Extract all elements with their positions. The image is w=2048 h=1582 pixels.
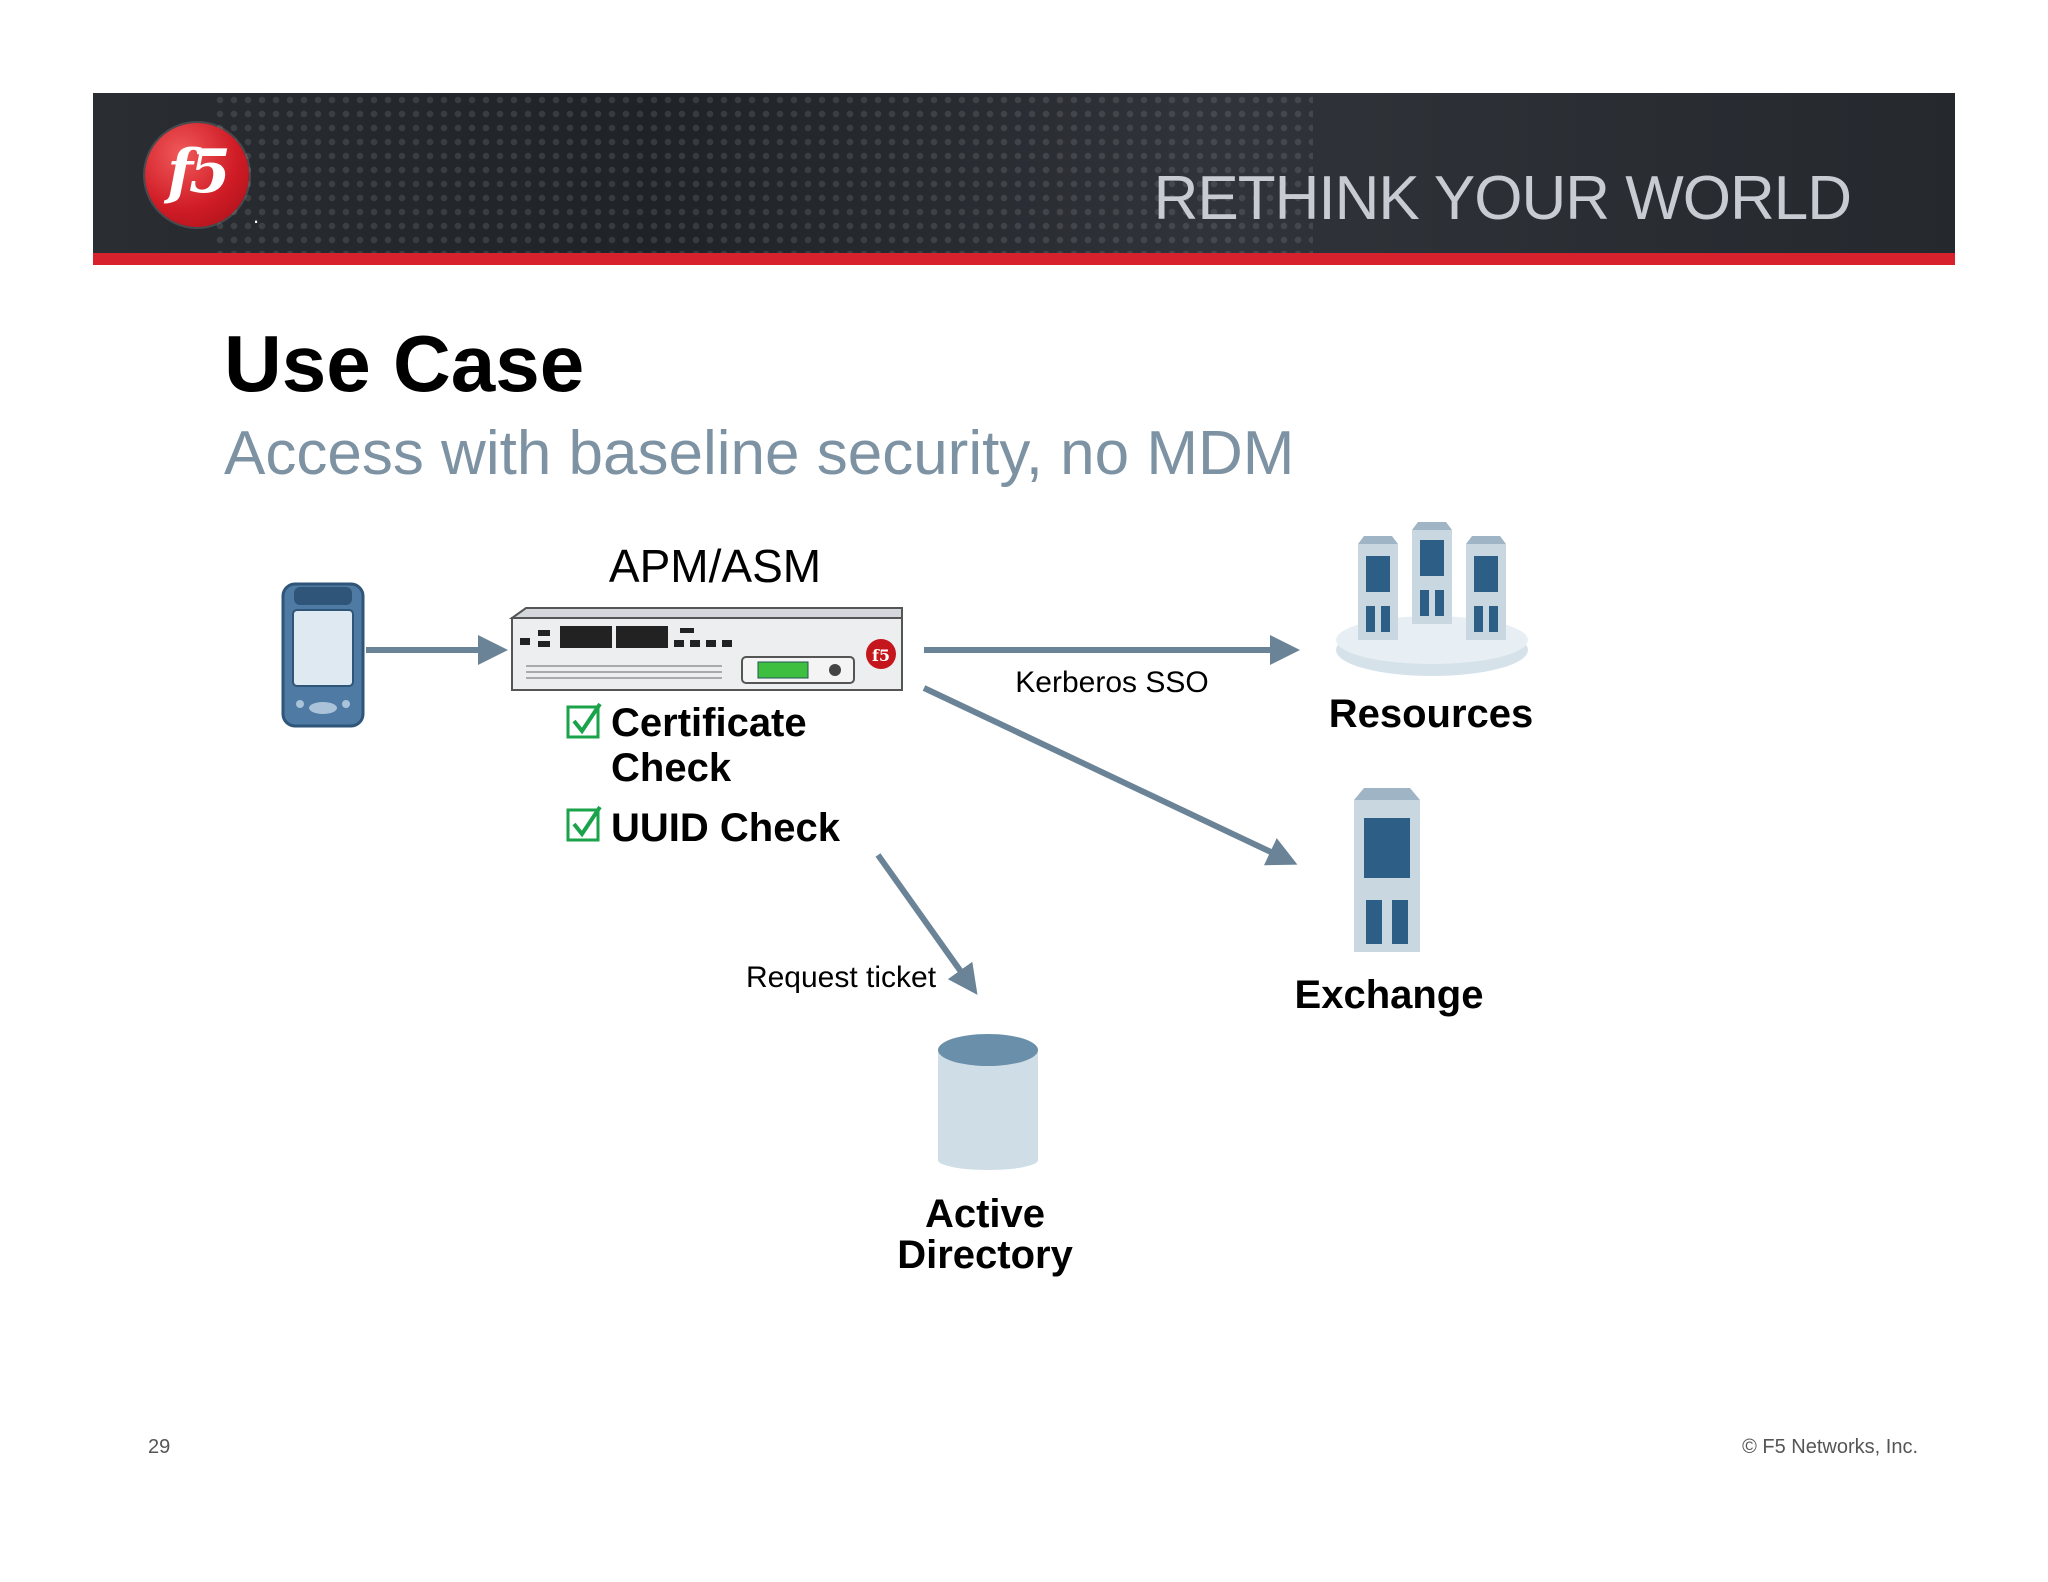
f5-logo: f5: [145, 123, 249, 227]
logo-text: f5: [167, 137, 231, 207]
page-number: 29: [148, 1436, 171, 1458]
active-directory-database-icon: [938, 1034, 1038, 1170]
apm-asm-appliance-icon: f5: [508, 607, 903, 691]
slide-title: Use Case: [224, 319, 585, 408]
uuid-check-icon: [566, 805, 602, 842]
certificate-check-line1: Certificate: [611, 701, 807, 745]
kerberos-sso-label: Kerberos SSO: [1015, 666, 1208, 699]
banner-red-stripe: [93, 253, 1955, 265]
certificate-check-line2: Check: [611, 746, 732, 790]
arrow-apm-to-active-directory: [875, 853, 978, 995]
header-banner: f5 . RETHINK YOUR WORLD: [93, 93, 1955, 265]
mobile-device-icon: [281, 582, 365, 728]
svg-text:f5: f5: [872, 646, 890, 665]
request-ticket-label: Request ticket: [746, 961, 937, 994]
uuid-check-label: UUID Check: [611, 806, 841, 850]
apm-asm-label: APM/ASM: [609, 540, 821, 592]
banner-pattern: [213, 93, 1313, 253]
arrow-apm-to-exchange: [922, 685, 1298, 866]
exchange-server-icon: [1354, 788, 1420, 952]
slide-subtitle: Access with baseline security, no MDM: [224, 419, 1295, 488]
banner-tagline: RETHINK YOUR WORLD: [1153, 164, 1852, 233]
active-directory-label-line1: Active: [925, 1192, 1045, 1236]
copyright-notice: © F5 Networks, Inc.: [1742, 1436, 1918, 1458]
active-directory-label-line2: Directory: [897, 1233, 1073, 1277]
resources-label: Resources: [1329, 692, 1534, 736]
exchange-label: Exchange: [1295, 973, 1484, 1017]
resources-server-cluster-icon: [1336, 522, 1528, 676]
certificate-check-icon: [566, 702, 602, 739]
logo-registered-dot: .: [253, 203, 260, 228]
